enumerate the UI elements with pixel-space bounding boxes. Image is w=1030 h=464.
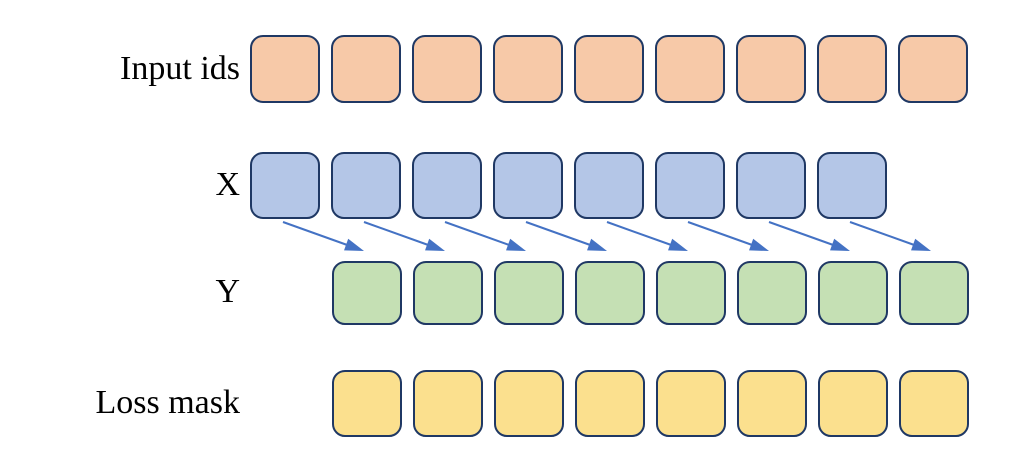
token-x-7 (817, 152, 887, 219)
row-label-x: X (215, 166, 240, 203)
token-loss-mask-0 (332, 370, 402, 437)
token-input-ids-7 (817, 35, 887, 103)
row-label-loss-mask-wrap: Loss mask (10, 379, 241, 427)
token-y-4 (656, 261, 726, 325)
token-y-1 (413, 261, 483, 325)
token-input-ids-5 (655, 35, 725, 103)
token-loss-mask-6 (818, 370, 888, 437)
token-y-5 (737, 261, 807, 325)
token-loss-mask-4 (656, 370, 726, 437)
token-x-5 (655, 152, 725, 219)
shift-arrow-5 (687, 221, 769, 251)
row-label-input-ids-wrap: Input ids (10, 45, 240, 93)
token-loss-mask-2 (494, 370, 564, 437)
token-y-6 (818, 261, 888, 325)
token-input-ids-6 (736, 35, 806, 103)
shift-arrow-6 (768, 221, 850, 251)
token-y-2 (494, 261, 564, 325)
row-label-y: Y (215, 273, 240, 310)
token-loss-mask-1 (413, 370, 483, 437)
token-x-6 (736, 152, 806, 219)
token-input-ids-1 (331, 35, 401, 103)
shift-arrow-7 (849, 221, 931, 251)
token-y-0 (332, 261, 402, 325)
row-label-input-ids: Input ids (120, 50, 240, 87)
token-input-ids-8 (898, 35, 968, 103)
token-y-3 (575, 261, 645, 325)
token-loss-mask-7 (899, 370, 969, 437)
token-x-0 (250, 152, 320, 219)
token-input-ids-0 (250, 35, 320, 103)
shift-arrow-3 (525, 221, 607, 251)
token-loss-mask-3 (575, 370, 645, 437)
row-label-y-wrap: Y (10, 268, 240, 316)
token-x-1 (331, 152, 401, 219)
shift-arrow-1 (363, 221, 445, 251)
token-input-ids-4 (574, 35, 644, 103)
shift-arrow-0 (282, 221, 364, 251)
token-input-ids-2 (412, 35, 482, 103)
token-x-2 (412, 152, 482, 219)
token-loss-mask-5 (737, 370, 807, 437)
row-label-x-wrap: X (10, 161, 240, 209)
token-y-7 (899, 261, 969, 325)
shift-arrow-2 (444, 221, 526, 251)
token-input-ids-3 (493, 35, 563, 103)
token-x-3 (493, 152, 563, 219)
row-label-loss-mask: Loss mask (95, 384, 241, 421)
shift-arrow-4 (606, 221, 688, 251)
token-x-4 (574, 152, 644, 219)
